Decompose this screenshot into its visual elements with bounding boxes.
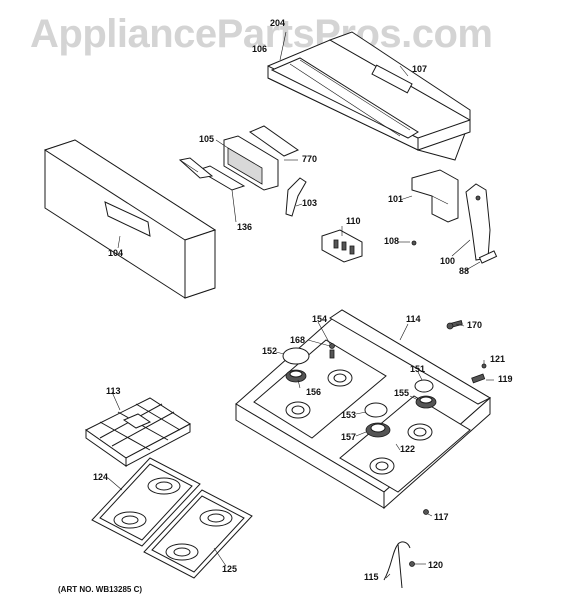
callout-110: 110 <box>346 216 361 226</box>
callout-151: 151 <box>410 364 426 374</box>
screw-108 <box>411 240 417 246</box>
callout-106: 106 <box>252 44 268 54</box>
callout-120: 120 <box>428 560 444 570</box>
burner-grate <box>85 397 191 467</box>
side-bracket <box>285 177 307 217</box>
callout-121: 121 <box>490 354 506 364</box>
clip-121 <box>481 363 487 369</box>
cooktop <box>235 309 492 510</box>
callout-88: 88 <box>459 266 470 276</box>
drip-pan-124 <box>91 457 201 547</box>
callout-155: 155 <box>394 388 410 398</box>
callout-105: 105 <box>199 134 215 144</box>
callout-125: 125 <box>222 564 238 574</box>
callout-115: 115 <box>364 572 379 582</box>
gas-tube <box>383 541 415 589</box>
callout-113: 113 <box>106 386 121 396</box>
leader-lines <box>107 31 494 579</box>
callout-170: 170 <box>467 320 483 330</box>
bracket-119 <box>471 373 486 384</box>
callout-114: 114 <box>406 314 421 324</box>
callout-117: 117 <box>434 512 449 522</box>
callout-156: 156 <box>306 387 322 397</box>
drip-pan-125 <box>143 489 253 579</box>
callout-204: 204 <box>270 18 286 28</box>
callout-153: 153 <box>341 410 357 420</box>
watermark-text: AppliancePartsPros.com <box>30 12 493 56</box>
callout-136: 136 <box>237 222 253 232</box>
callout-152: 152 <box>262 346 278 356</box>
callout-101: 101 <box>388 194 404 204</box>
screw-117 <box>423 509 429 515</box>
backguard-panel <box>267 31 471 161</box>
side-trim <box>465 183 491 261</box>
mounting-bracket <box>411 169 459 223</box>
callout-108: 108 <box>384 236 400 246</box>
callout-124: 124 <box>93 472 109 482</box>
callout-100: 100 <box>440 256 456 266</box>
clock-control <box>178 125 300 191</box>
leveling-leg <box>478 250 498 264</box>
art-number: (ART NO. WB13285 C) <box>58 585 143 594</box>
callout-119: 119 <box>498 374 513 384</box>
callout-122: 122 <box>400 444 416 454</box>
control-panel <box>43 139 217 299</box>
spark-module <box>321 229 363 263</box>
burner-parts <box>282 343 437 438</box>
callout-103: 103 <box>302 198 318 208</box>
callout-770: 770 <box>302 154 318 164</box>
callout-107: 107 <box>412 64 428 74</box>
callout-168: 168 <box>290 335 306 345</box>
callout-154: 154 <box>312 314 328 324</box>
callout-104: 104 <box>108 248 124 258</box>
callout-157: 157 <box>341 432 357 442</box>
